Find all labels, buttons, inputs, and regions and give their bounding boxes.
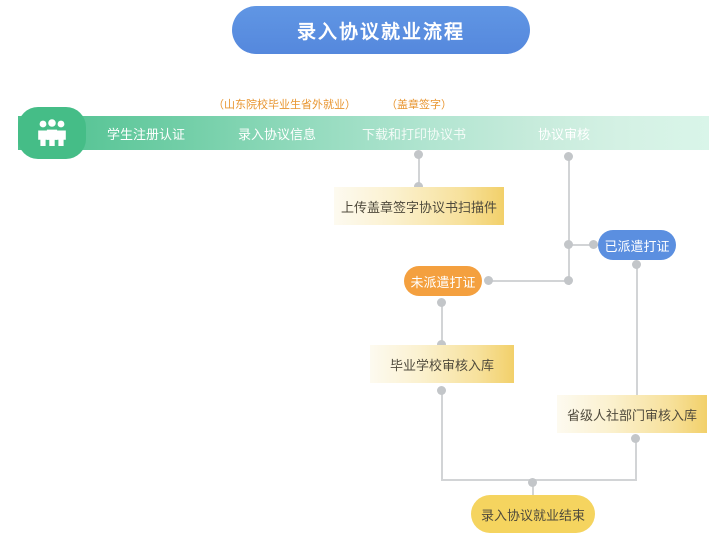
page-title: 录入协议就业流程 (232, 6, 530, 54)
connector-dot (484, 276, 493, 285)
stage-step-student-registration: 学生注册认证 (107, 127, 186, 142)
node-upload-stamped-agreement-scan[interactable]: 上传盖章签字协议书扫描件 (334, 187, 504, 225)
annotation-shandong-offprovince: （山东院校毕业生省外就业） (213, 99, 356, 111)
connector-dot (564, 276, 573, 285)
connector-dot (437, 386, 446, 395)
connector-trunk-to-undispatched (488, 280, 570, 282)
connector-trunk-to-dispatched (570, 244, 598, 246)
connector-download-to-upload (418, 152, 420, 188)
stage-step-enter-agreement-info: 录入协议信息 (238, 127, 317, 142)
connector-review-trunk (568, 155, 570, 285)
connector-dot (564, 152, 573, 161)
connector-undispatched-to-school (441, 300, 443, 346)
connector-dot (589, 240, 598, 249)
stage-step-download-print-agreement: 下载和打印协议书 (362, 127, 467, 142)
connector-dispatched-to-province (636, 262, 638, 396)
connector-dot (528, 478, 537, 487)
connector-rail-to-end (532, 479, 534, 496)
node-flow-end[interactable]: 录入协议就业结束 (471, 495, 595, 533)
stage-icon-container (18, 107, 86, 159)
connector-dot (437, 340, 446, 349)
stage-bar (18, 116, 709, 150)
node-dispatched-certificate[interactable]: 已派遣打证 (598, 230, 676, 260)
annotation-stamp-signature: （盖章签字） (386, 99, 452, 111)
group-people-icon (35, 119, 69, 147)
node-undispatched-certificate[interactable]: 未派遣打证 (404, 266, 482, 296)
connector-dot (564, 240, 573, 249)
stage-step-agreement-review: 协议审核 (538, 127, 591, 142)
connector-province-down (635, 437, 637, 480)
connector-dot (632, 260, 641, 269)
connector-bottom-rail (441, 479, 637, 481)
connector-dot (631, 434, 640, 443)
node-province-hr-review-archive[interactable]: 省级人社部门审核入库 (557, 395, 707, 433)
connector-school-down (441, 388, 443, 480)
connector-dot (414, 182, 423, 191)
node-school-review-archive[interactable]: 毕业学校审核入库 (370, 345, 514, 383)
connector-dot (414, 150, 423, 159)
connector-dot (437, 298, 446, 307)
